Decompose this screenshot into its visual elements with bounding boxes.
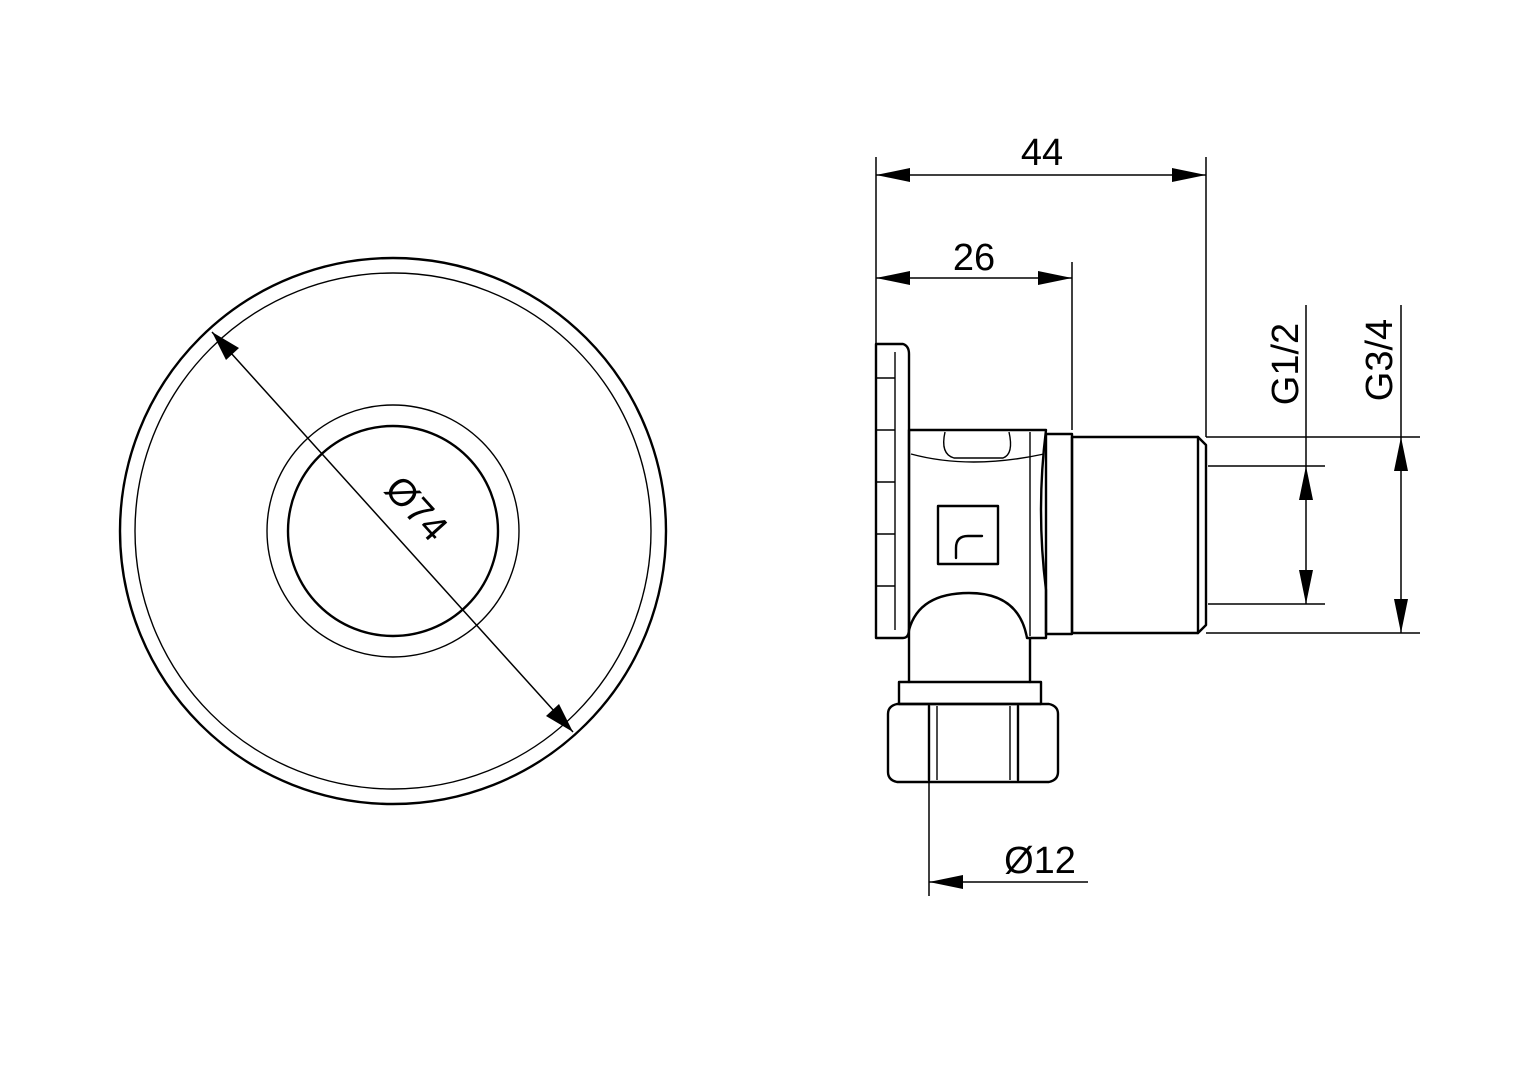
thread-outer-label: G3/4 [1359,319,1401,401]
nut-washer [897,680,1043,706]
depth-26-dimension: 26 [876,237,1072,285]
valve-body [907,428,1048,640]
faucet-logo-icon [936,504,1000,566]
front-view: Ø74 [118,256,668,806]
hub-face [286,424,500,638]
thread-g12-dimension: G1/2 [1265,305,1313,604]
valve-spindle-collar [1044,432,1074,636]
rosette-diameter-label: Ø74 [376,468,455,549]
arrow-head [876,271,910,285]
arrow-head [1299,570,1313,604]
depth-44-dimension: 44 [876,132,1206,182]
arrow-head [212,332,239,360]
arrow-head [1299,466,1313,500]
thread-end [1196,435,1208,635]
rosette-outer-edge [118,256,668,806]
rosette-depth-label: 26 [953,237,995,279]
arrow-head [1394,599,1408,633]
arrow-head [1172,168,1206,182]
hub-outer-ring [266,404,520,658]
arrow-head [1394,437,1408,471]
threaded-outlet [1070,435,1200,635]
overall-depth-label: 44 [1021,132,1063,174]
rosette-inner-edge [134,272,652,790]
thread-g34-dimension: G3/4 [1359,305,1408,633]
arrow-head [876,168,910,182]
wall-flange [874,342,911,640]
arrow-head [546,704,573,732]
outlet-diameter-label: Ø12 [1004,840,1076,882]
arrow-head [929,875,963,889]
thread-inner-label: G1/2 [1265,323,1307,405]
diameter-12-dimension: Ø12 [929,840,1088,889]
compression-nut [886,702,1060,784]
side-view: 44 26 G1/2 G3/4 Ø12 [874,132,1420,896]
arrow-head [1038,271,1072,285]
